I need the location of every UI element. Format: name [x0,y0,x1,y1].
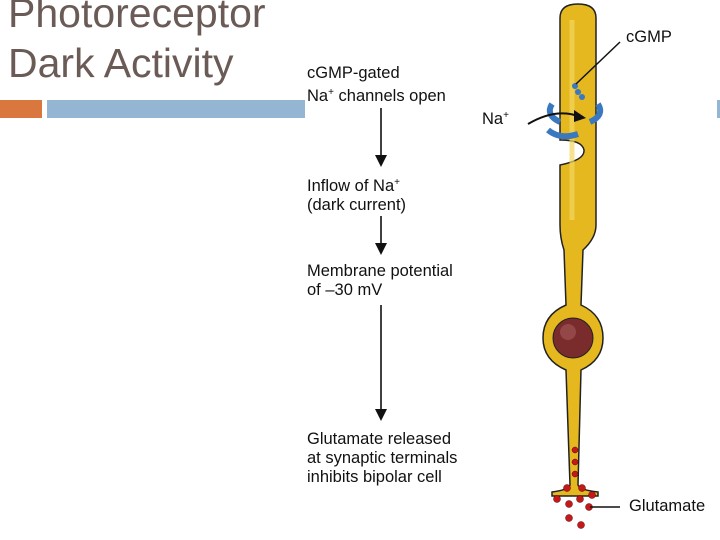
step-text: Na [307,87,329,105]
step-text: Na+ channels open [307,83,446,106]
superscript: + [503,110,509,121]
title-line-1: Photoreceptor [8,0,266,36]
step-text: channels open [333,87,446,105]
label-text: Na [482,110,504,128]
step-text: (dark current) [307,196,407,214]
label-cgmp: cGMP [626,28,672,46]
label-na: Na+ [482,110,509,129]
cgmp-molecules [572,83,585,100]
step-text: Inflow of Na [307,177,395,195]
accent-bar-orange [0,100,42,118]
title-line-2: Dark Activity [8,40,234,86]
step-text: cGMP-gated [307,64,400,82]
step-text: of –30 mV [307,281,383,299]
step-text: Glutamate released [307,430,451,448]
rod-cell [542,3,604,497]
label-glutamate: Glutamate [629,497,706,515]
step-text: at synaptic terminals [307,449,458,467]
step-text: Inflow of Na+ [307,173,406,196]
superscript: + [394,177,400,188]
accent-bar-blue-right [717,100,720,118]
flow-arrows [375,108,387,421]
glutamate-vesicles [553,446,596,529]
superscript: + [328,87,334,98]
step-text: inhibits bipolar cell [307,468,442,486]
accent-bar-blue [47,100,305,118]
step-inflow: Inflow of Na+(dark current) [307,173,406,215]
step-text: Membrane potential [307,262,453,280]
